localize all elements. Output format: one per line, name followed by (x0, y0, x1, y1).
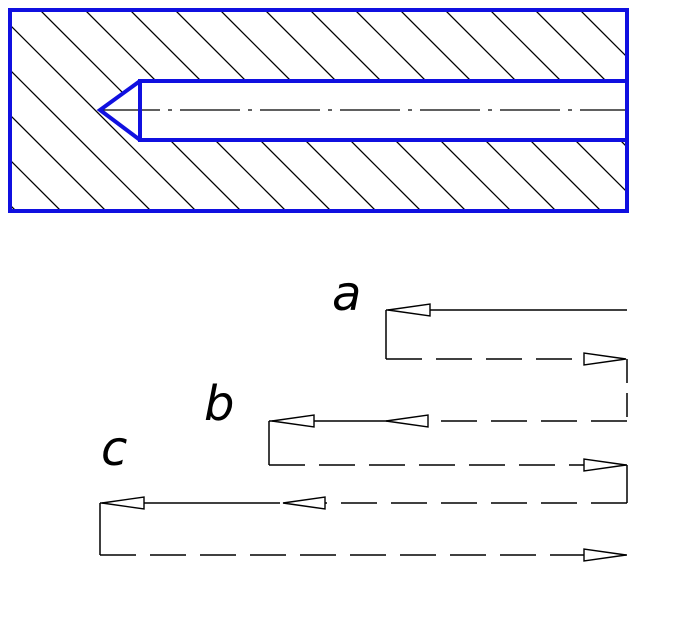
hatch-line (74, 10, 336, 211)
hatch-line (479, 10, 627, 211)
hatch-line (569, 10, 627, 211)
hatch-line (119, 10, 381, 211)
arrow-left-icon (271, 414, 315, 428)
hatch-line (524, 10, 627, 211)
hatch-line (10, 10, 156, 211)
hatch-line (389, 10, 627, 211)
arrow-right-icon (583, 352, 627, 366)
arrow-right-icon (583, 548, 627, 562)
hatch-line (254, 10, 516, 211)
hatch-line (209, 10, 471, 211)
toolpath-a (385, 309, 628, 421)
bore-outline (96, 79, 627, 142)
toolpath-c (99, 502, 627, 556)
label-c: c (101, 421, 127, 477)
arrow-left-icon (101, 496, 145, 510)
hatch-line (660, 0, 693, 260)
label-a: a (332, 266, 361, 322)
toolpath-b (268, 420, 628, 503)
section-hatching (10, 0, 693, 260)
arrow-left-icon (385, 414, 429, 428)
hatch-line (10, 10, 246, 211)
workpiece-outline (8, 8, 629, 213)
arrow-right-icon (583, 458, 627, 472)
workpiece-section (8, 0, 693, 260)
label-b: b (204, 376, 234, 432)
direction-arrows (101, 303, 627, 562)
hatch-line (164, 10, 426, 211)
arrow-left-icon (387, 303, 431, 317)
hatch-line (344, 10, 606, 211)
arrow-left-icon (282, 496, 326, 510)
hatch-line (10, 10, 201, 211)
hatch-line (29, 10, 291, 211)
hatch-line (299, 10, 561, 211)
hatch-line (10, 10, 111, 211)
